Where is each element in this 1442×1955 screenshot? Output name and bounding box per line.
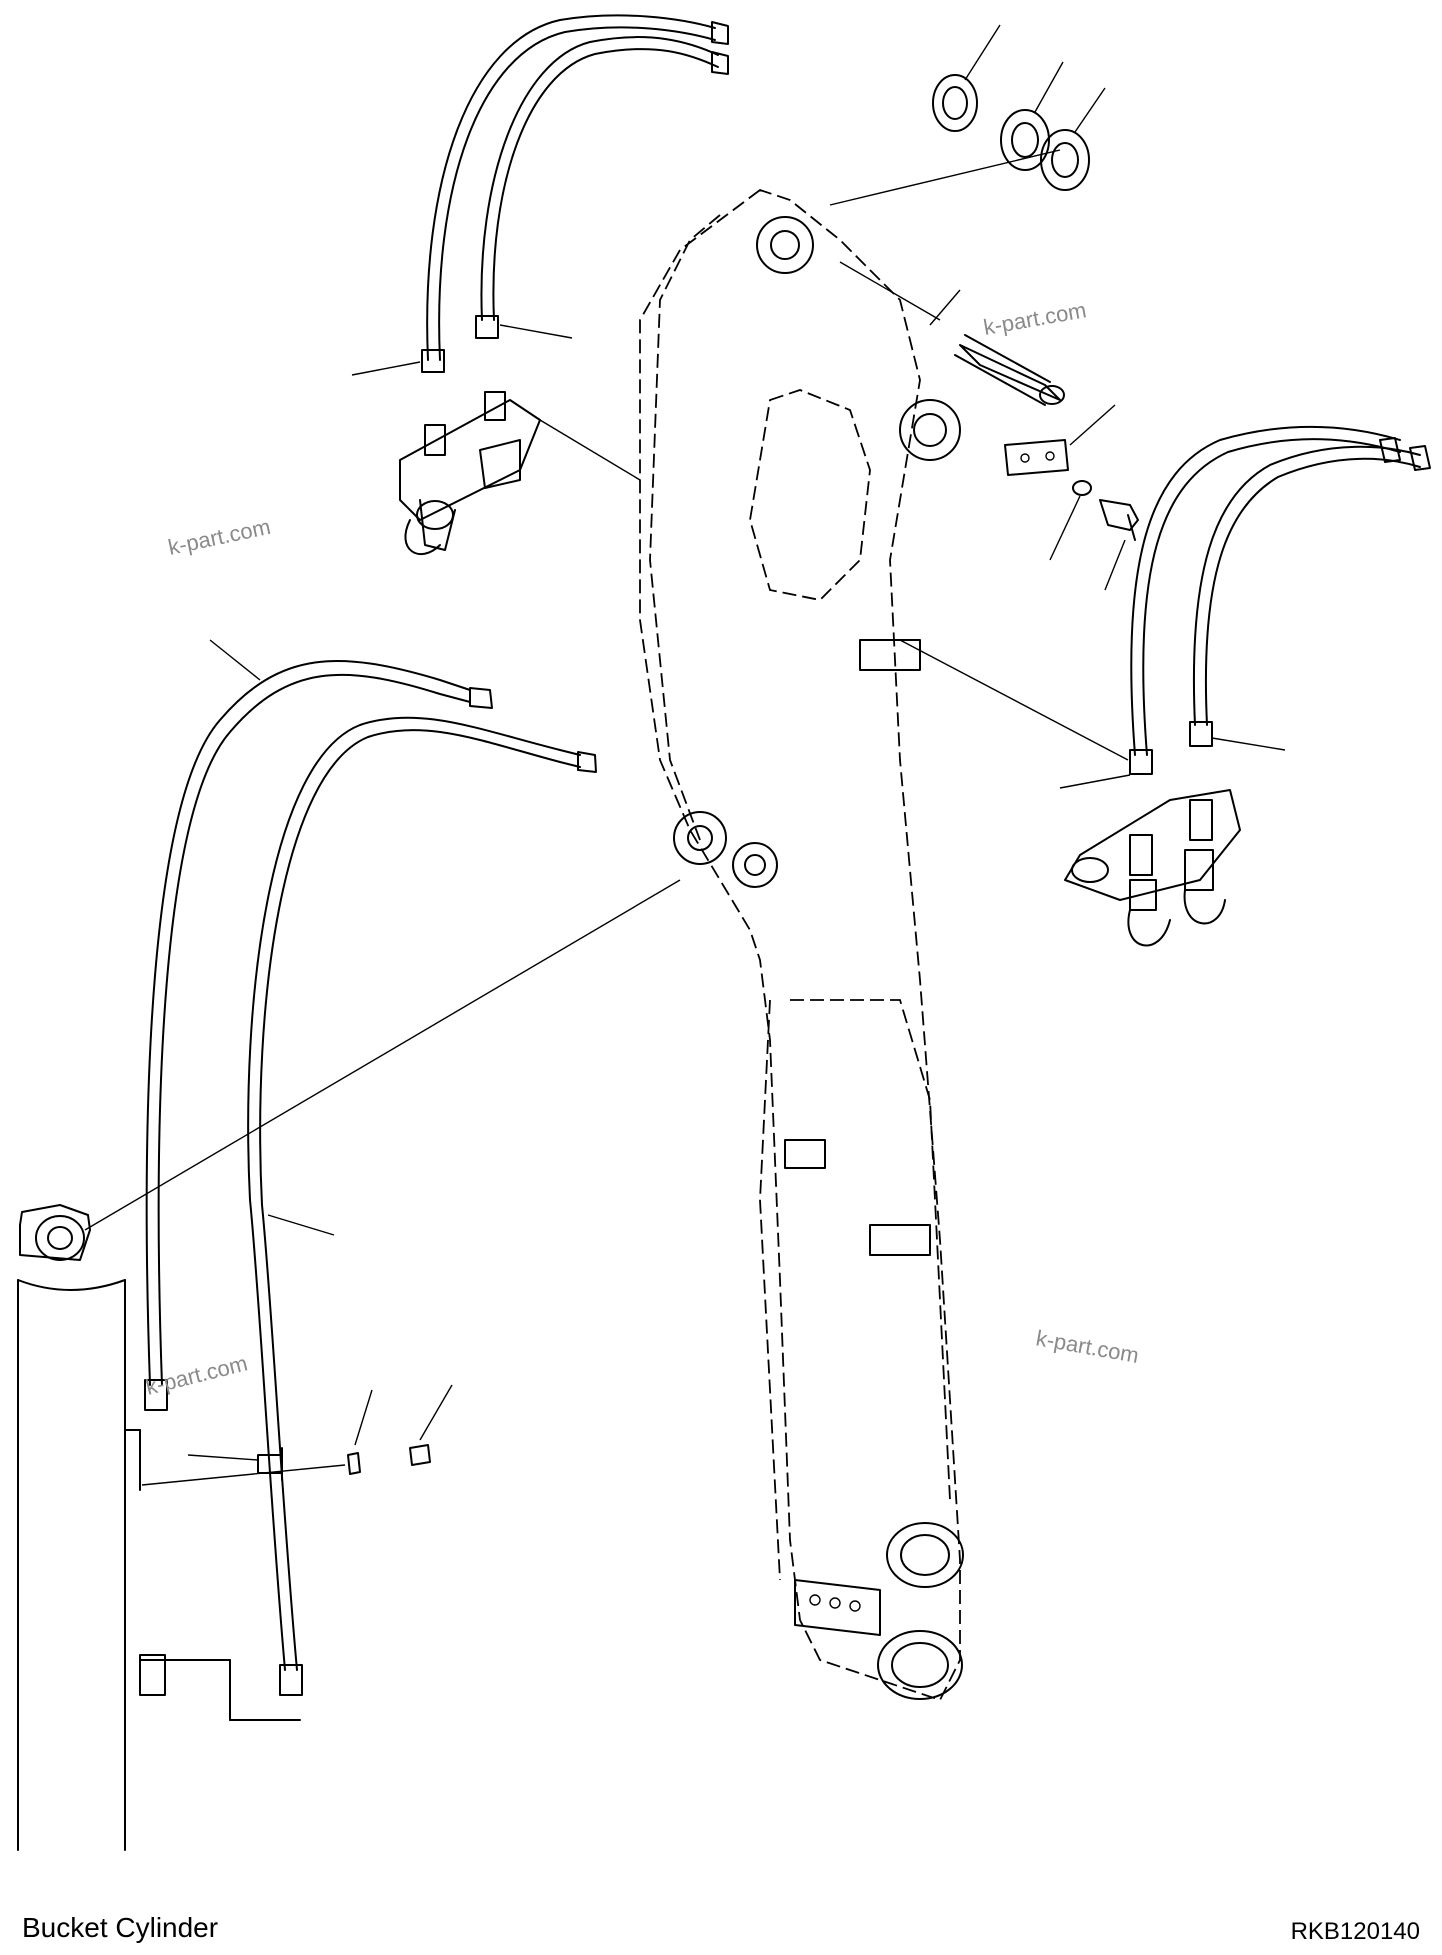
diagram-title: Bucket Cylinder <box>22 1912 219 1943</box>
bucket-cylinder <box>17 879 681 1851</box>
drawing-code: RKB120140 <box>1290 1918 1420 1945</box>
right-valve-block <box>1064 789 1241 947</box>
watermark-3: k-part.com <box>143 1350 250 1399</box>
watermark-2: k-part.com <box>166 514 273 560</box>
thrust-washers <box>829 24 1106 206</box>
pin-assembly <box>839 261 1139 591</box>
upper-left-hoses <box>351 14 729 376</box>
lower-left-hoses <box>141 639 597 1696</box>
watermark-4: k-part.com <box>1034 1325 1141 1368</box>
watermark-1: k-part.com <box>982 297 1089 340</box>
arm-outline <box>639 188 964 1702</box>
right-hoses <box>899 425 1431 789</box>
upper-left-valve-block <box>399 391 641 556</box>
